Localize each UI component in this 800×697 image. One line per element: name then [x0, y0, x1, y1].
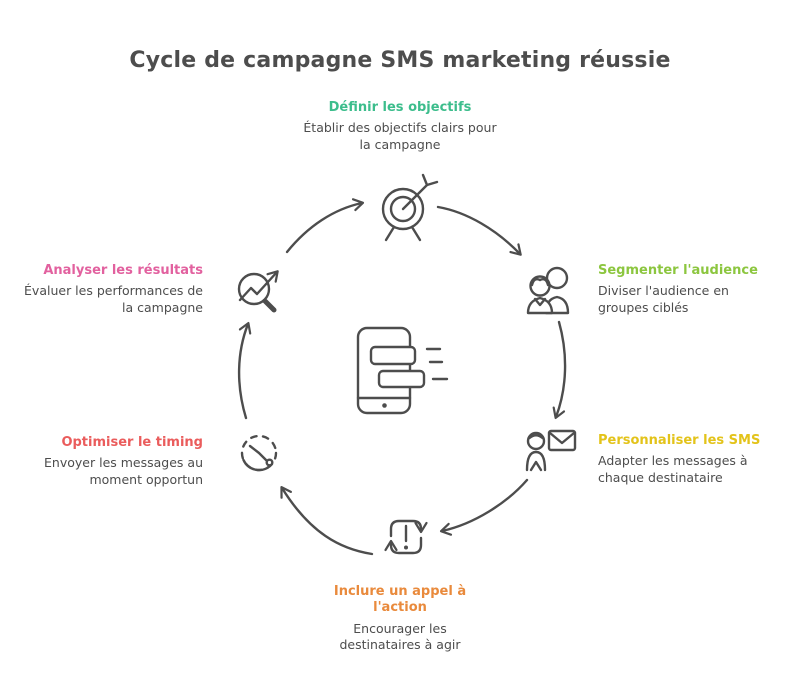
step-label: Définir les objectifs — [328, 100, 472, 115]
arrow-action-to-timing — [280, 486, 374, 556]
step-label: Analyser les résultats — [43, 263, 203, 278]
call-to-action-icon — [384, 519, 428, 555]
timing-clock-icon — [240, 434, 278, 472]
arrow-analytics-to-objectives — [285, 198, 365, 254]
arrow-audience-to-personalize — [552, 320, 567, 420]
arrow-personalize-to-action — [439, 478, 529, 536]
step-description: Envoyer les messages au moment opportun — [44, 455, 203, 487]
step-label: Inclure un appel à l'action — [333, 584, 467, 616]
step-optimize-timing: Optimiser le timing Envoyer les messages… — [23, 435, 203, 488]
step-analyze-results: Analyser les résultats Évaluer les perfo… — [23, 263, 203, 316]
step-description: Évaluer les performances de la campagne — [24, 283, 203, 315]
step-label: Personnaliser les SMS — [598, 433, 761, 448]
smartphone-sms-icon — [356, 326, 449, 415]
personalized-message-icon — [525, 429, 577, 472]
step-label: Optimiser le timing — [61, 435, 203, 450]
analytics-icon — [237, 270, 279, 313]
audience-icon — [526, 266, 570, 315]
step-call-to-action: Inclure un appel à l'action Encourager l… — [320, 584, 480, 654]
arrow-timing-to-analytics — [237, 321, 252, 420]
step-define-objectives: Définir les objectifs Établir des object… — [300, 100, 500, 153]
step-label: Segmenter l'audience — [598, 263, 758, 278]
step-segment-audience: Segmenter l'audience Diviser l'audience … — [598, 263, 778, 316]
step-description: Encourager les destinataires à agir — [339, 620, 461, 653]
target-icon — [381, 173, 439, 242]
arrow-objectives-to-audience — [436, 205, 522, 256]
page-title: Cycle de campagne SMS marketing réussie — [129, 48, 671, 73]
step-description: Diviser l'audience en groupes ciblés — [598, 283, 729, 315]
step-description: Établir des objectifs clairs pour la cam… — [303, 120, 497, 152]
step-personalize-sms: Personnaliser les SMS Adapter les messag… — [598, 433, 778, 486]
step-description: Adapter les messages à chaque destinatai… — [598, 453, 748, 485]
